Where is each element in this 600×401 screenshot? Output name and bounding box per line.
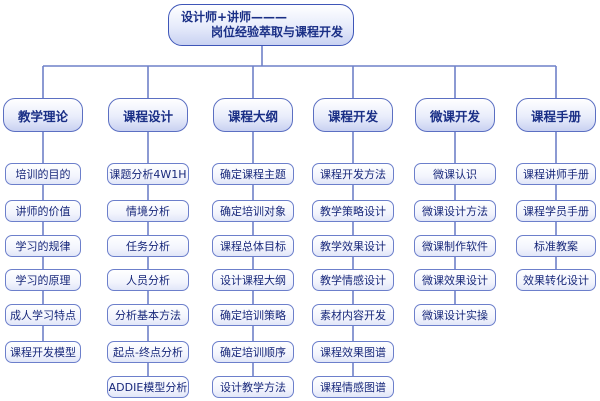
topic-item: 标准教案 [516, 235, 596, 257]
topic-item: 课程开发方法 [312, 163, 394, 185]
topic-item: 确定培训策略 [212, 304, 294, 326]
topic-item: 课程讲师手册 [516, 163, 596, 185]
topic-item: 微课效果设计 [414, 269, 496, 291]
category-node: 课程大纲 [213, 98, 293, 132]
topic-item: 课程效果图谱 [312, 341, 394, 363]
topic-item: 课程情感图谱 [312, 376, 394, 398]
topic-item: 确定培训对象 [212, 200, 294, 222]
topic-item: 学习的原理 [5, 269, 81, 291]
topic-item: 情境分析 [107, 200, 189, 222]
topic-item: 教学效果设计 [312, 235, 394, 257]
category-node: 课程开发 [313, 98, 393, 132]
topic-item: 任务分析 [107, 235, 189, 257]
topic-item: 课程开发模型 [5, 341, 81, 363]
topic-item: 设计课程大纲 [212, 269, 294, 291]
category-node: 课程设计 [108, 98, 188, 132]
root-node: 设计师+讲师——— 岗位经验萃取与课程开发 [168, 4, 354, 46]
category-node: 课程手册 [516, 98, 596, 132]
topic-item: 讲师的价值 [5, 200, 81, 222]
topic-item: 确定培训顺序 [212, 341, 294, 363]
topic-item: 人员分析 [107, 269, 189, 291]
root-title-line2: 岗位经验萃取与课程开发 [211, 25, 344, 39]
topic-item: 教学策略设计 [312, 200, 394, 222]
topic-item: 起点-终点分析 [107, 341, 189, 363]
topic-item: 成人学习特点 [5, 304, 81, 326]
topic-item: 确定课程主题 [212, 163, 294, 185]
topic-item: 效果转化设计 [516, 269, 596, 291]
topic-item: 设计教学方法 [212, 376, 294, 398]
category-node: 教学理论 [3, 98, 83, 132]
topic-item: 课程总体目标 [212, 235, 294, 257]
topic-item: 微课设计实操 [414, 304, 496, 326]
topic-item: 课题分析4W1H [107, 163, 189, 185]
root-title-line1: 设计师+讲师——— [181, 10, 288, 24]
topic-item: 微课设计方法 [414, 200, 496, 222]
topic-item: 微课认识 [414, 163, 496, 185]
topic-item: 微课制作软件 [414, 235, 496, 257]
topic-item: 学习的规律 [5, 235, 81, 257]
topic-item: 教学情感设计 [312, 269, 394, 291]
topic-item: 分析基本方法 [107, 304, 189, 326]
topic-item: ADDIE模型分析 [107, 376, 189, 398]
topic-item: 素材内容开发 [312, 304, 394, 326]
topic-item: 课程学员手册 [516, 200, 596, 222]
category-node: 微课开发 [415, 98, 495, 132]
topic-item: 培训的目的 [5, 163, 81, 185]
